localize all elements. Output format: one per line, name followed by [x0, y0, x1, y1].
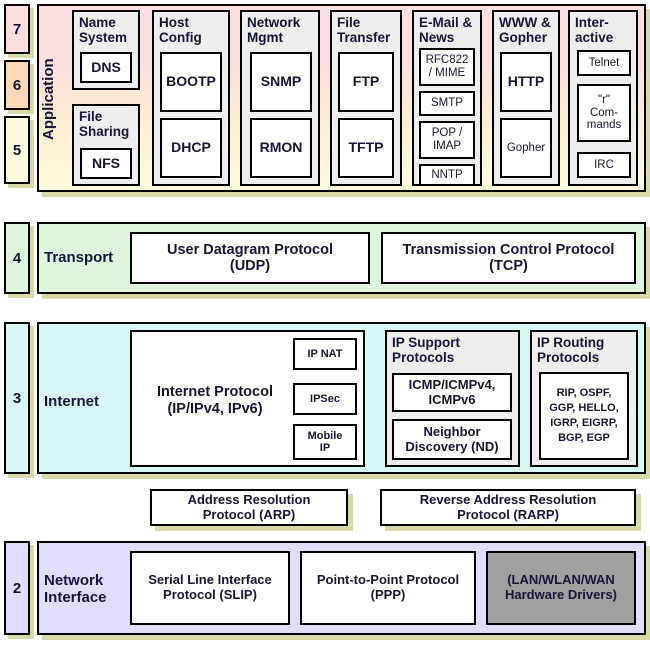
- protocol-ip-nat: IP NAT: [293, 338, 357, 370]
- application-layer-title: Application: [40, 58, 57, 140]
- osi-layer-number-5: 5: [4, 116, 30, 184]
- internet-protocol-label: Internet Protocol(IP/IPv4, IPv6): [156, 384, 273, 418]
- protocol-ipsec: IPSec: [293, 383, 357, 415]
- osi-layer-number-3-label: 3: [12, 389, 22, 407]
- protocol-nfs: NFS: [80, 148, 132, 179]
- protocol-snmp: SNMP: [250, 52, 312, 112]
- osi-layer-number-4: 4: [4, 222, 30, 294]
- osi-layer-number-6-label: 6: [12, 76, 22, 94]
- group-email-news-title: E-Mail &News: [419, 15, 473, 46]
- protocol-bootp: BOOTP: [160, 52, 222, 112]
- protocol-smtp: SMTP: [419, 91, 475, 116]
- internet-layer-title: Internet: [44, 393, 100, 410]
- osi-layer-number-5-label: 5: [12, 141, 22, 159]
- protocol-gopher: Gopher: [500, 118, 552, 178]
- osi-layer-number-2-label: 2: [12, 579, 22, 597]
- protocol-udp: User Datagram Protocol(UDP): [130, 232, 370, 284]
- osi-layer-number-2: 2: [4, 541, 30, 635]
- protocol-rmon: RMON: [250, 118, 312, 178]
- protocol-rfc822-mime: RFC822/ MIME: [419, 48, 475, 86]
- protocol-icmp: ICMP/ICMPv4,ICMPv6: [392, 373, 512, 412]
- protocol-tftp: TFTP: [338, 118, 394, 178]
- osi-layer-number-7-label: 7: [12, 20, 22, 38]
- protocol-routing-list: RIP, OSPF,GGP, HELLO,IGRP, EIGRP,BGP, EG…: [539, 372, 629, 460]
- protocol-irc: IRC: [577, 152, 631, 178]
- osi-layer-number-4-label: 4: [12, 249, 22, 267]
- protocol-ppp: Point-to-Point Protocol(PPP): [300, 551, 476, 625]
- group-interactive-title: Inter-active: [575, 15, 614, 46]
- protocol-ftp: FTP: [338, 52, 394, 112]
- transport-layer-title: Transport: [44, 249, 114, 266]
- group-www-gopher-title: WWW &Gopher: [499, 15, 551, 46]
- protocol-dhcp: DHCP: [160, 118, 222, 178]
- osi-layer-number-6: 6: [4, 60, 30, 110]
- protocol-telnet: Telnet: [577, 50, 631, 76]
- protocol-nntp: NNTP: [419, 164, 475, 186]
- protocol-r-commands: "r"Com-mands: [577, 84, 631, 142]
- protocol-http: HTTP: [500, 52, 552, 112]
- protocol-pop-imap: POP /IMAP: [419, 121, 475, 159]
- protocol-dns: DNS: [80, 52, 132, 83]
- osi-layer-number-3: 3: [4, 322, 30, 474]
- protocol-tcp: Transmission Control Protocol(TCP): [381, 232, 636, 284]
- osi-layer-number-7: 7: [4, 4, 30, 54]
